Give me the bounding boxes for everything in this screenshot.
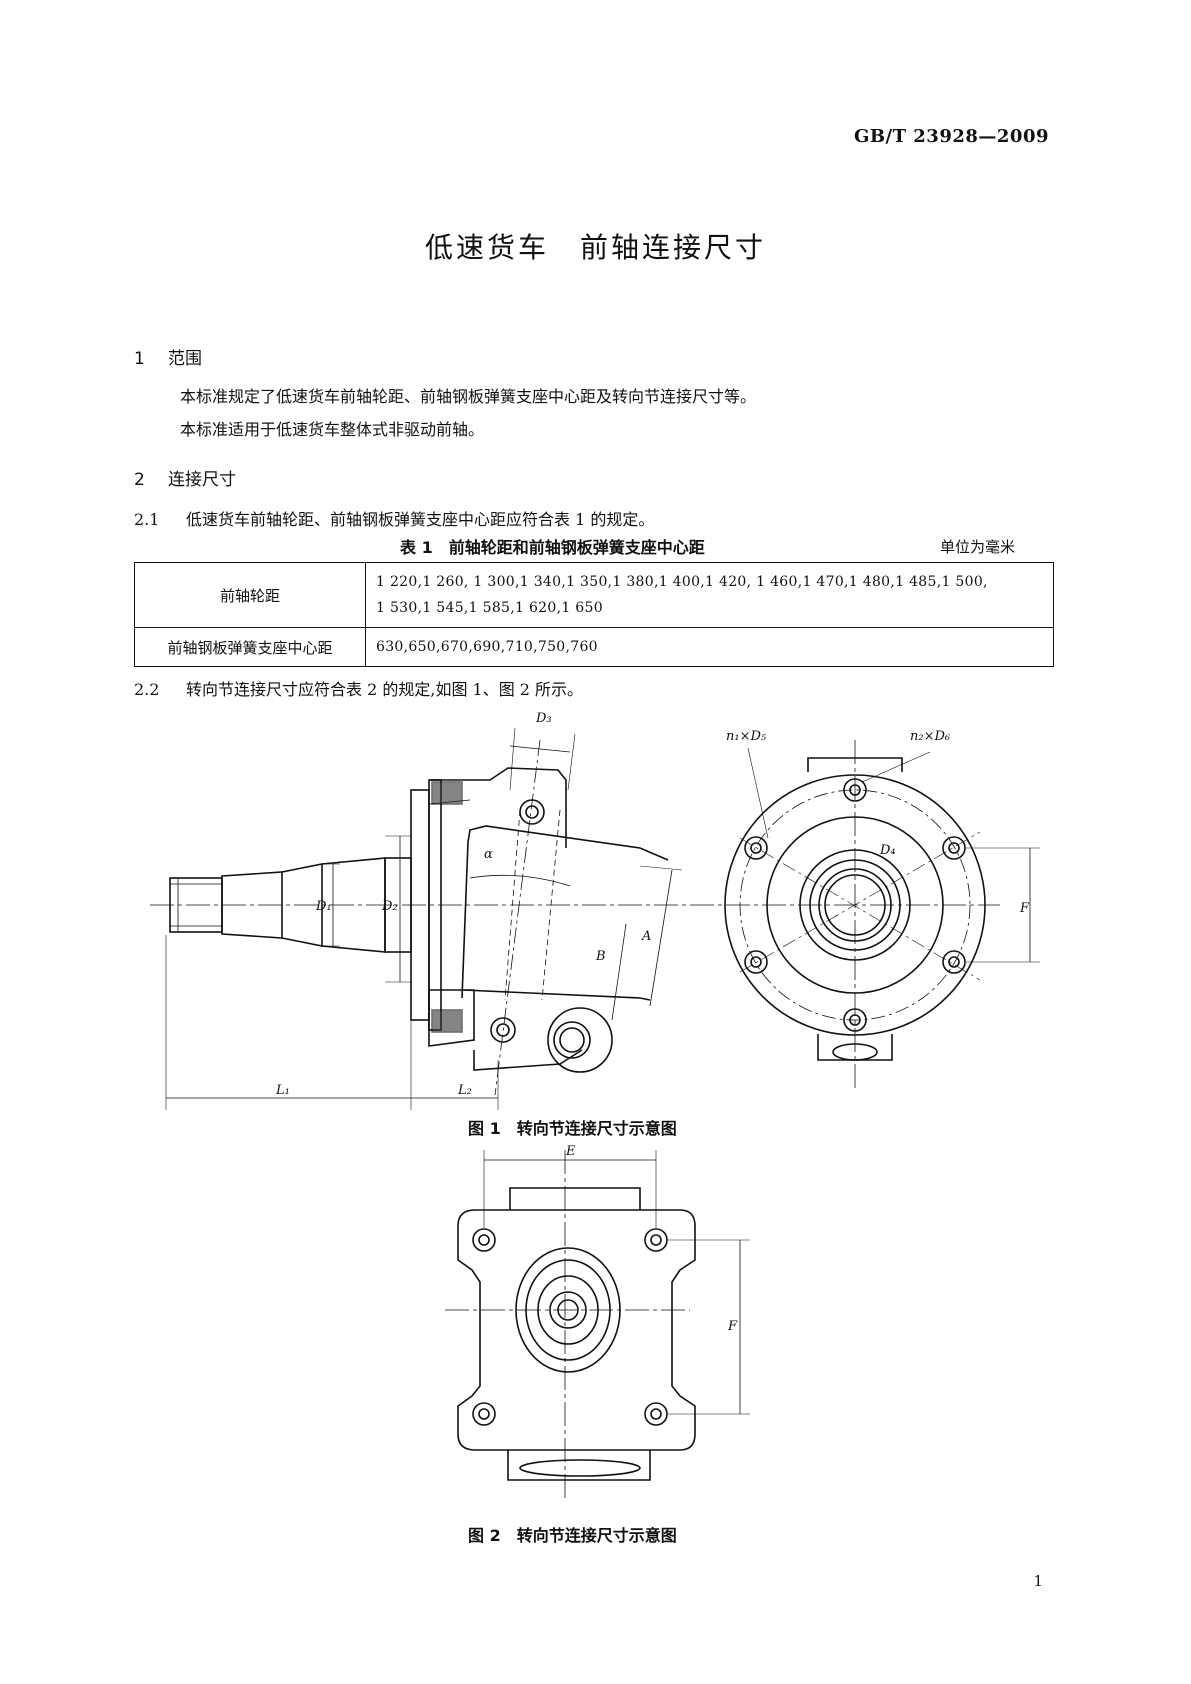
- cell-line: 1 530,1 545,1 585,1 620,1 650: [376, 600, 603, 616]
- section-1-heading: 1 范围: [134, 344, 202, 369]
- section-number: 2: [134, 470, 145, 490]
- label-f-fig2: F: [727, 1319, 738, 1334]
- section-number: 1: [134, 349, 145, 369]
- label-d1: D₁: [315, 899, 332, 914]
- table-cell: 1 220,1 260, 1 300,1 340,1 350,1 380,1 4…: [365, 562, 1054, 628]
- label-d3: D₃: [535, 711, 552, 726]
- label-n2-d6: n₂×D₆: [910, 729, 950, 744]
- cell-line: 1 220,1 260, 1 300,1 340,1 350,1 380,1 4…: [376, 574, 988, 590]
- label-f: F: [1019, 901, 1030, 916]
- knuckle-side-view: [150, 727, 690, 1110]
- table-row-header: 前轴轮距: [134, 562, 366, 628]
- standard-code: GB/T 23928—2009: [853, 126, 1049, 147]
- table-cell: 630,650,670,690,710,750,760: [365, 627, 1054, 667]
- label-d2: D₂: [381, 899, 398, 914]
- label-e: E: [565, 1144, 576, 1159]
- table-row-header: 前轴钢板弹簧支座中心距: [134, 627, 366, 667]
- page-number: 1: [1033, 1572, 1043, 1590]
- label-l2: L₂: [457, 1083, 472, 1098]
- document-title: 低速货车 前轴连接尺寸: [424, 231, 766, 264]
- figure-2-drawing: [445, 1150, 750, 1500]
- clause-text: 转向节连接尺寸应符合表 2 的规定,如图 1、图 2 所示。: [186, 680, 584, 699]
- scope-paragraph-2: 本标准适用于低速货车整体式非驱动前轴。: [180, 420, 485, 439]
- section-title: 范围: [168, 349, 202, 369]
- clause-number: 2.1: [134, 510, 160, 529]
- clause-2-2: 2.2 转向节连接尺寸应符合表 2 的规定,如图 1、图 2 所示。: [134, 676, 583, 700]
- table-1-caption: 表 1 前轴轮距和前轴钢板弹簧支座中心距: [400, 538, 705, 557]
- table-row: 前轴轮距 1 220,1 260, 1 300,1 340,1 350,1 38…: [134, 562, 1054, 628]
- table-1: 前轴轮距 1 220,1 260, 1 300,1 340,1 350,1 38…: [134, 562, 1054, 667]
- label-b: B: [595, 949, 606, 964]
- label-a: A: [641, 929, 651, 944]
- figure-2-caption: 图 2 转向节连接尺寸示意图: [468, 1526, 677, 1545]
- knuckle-end-view: [690, 740, 1040, 1090]
- label-alpha: α: [484, 847, 493, 862]
- table-row: 前轴钢板弹簧支座中心距 630,650,670,690,710,750,760: [134, 627, 1054, 667]
- label-l1: L₁: [275, 1083, 290, 1098]
- clause-number: 2.2: [134, 680, 160, 699]
- section-2-heading: 2 连接尺寸: [134, 465, 236, 490]
- clause-text: 低速货车前轴轮距、前轴钢板弹簧支座中心距应符合表 1 的规定。: [186, 510, 655, 529]
- table-1-unit: 单位为毫米: [940, 538, 1016, 556]
- label-n1-d5: n₁×D₅: [726, 729, 767, 744]
- section-title: 连接尺寸: [168, 470, 236, 490]
- figure-1-caption: 图 1 转向节连接尺寸示意图: [468, 1119, 677, 1138]
- clause-2-1: 2.1 低速货车前轴轮距、前轴钢板弹簧支座中心距应符合表 1 的规定。: [134, 506, 654, 530]
- label-d4: D₄: [879, 843, 896, 858]
- cell-line: 630,650,670,690,710,750,760: [376, 639, 598, 655]
- scope-paragraph-1: 本标准规定了低速货车前轴轮距、前轴钢板弹簧支座中心距及转向节连接尺寸等。: [180, 387, 757, 406]
